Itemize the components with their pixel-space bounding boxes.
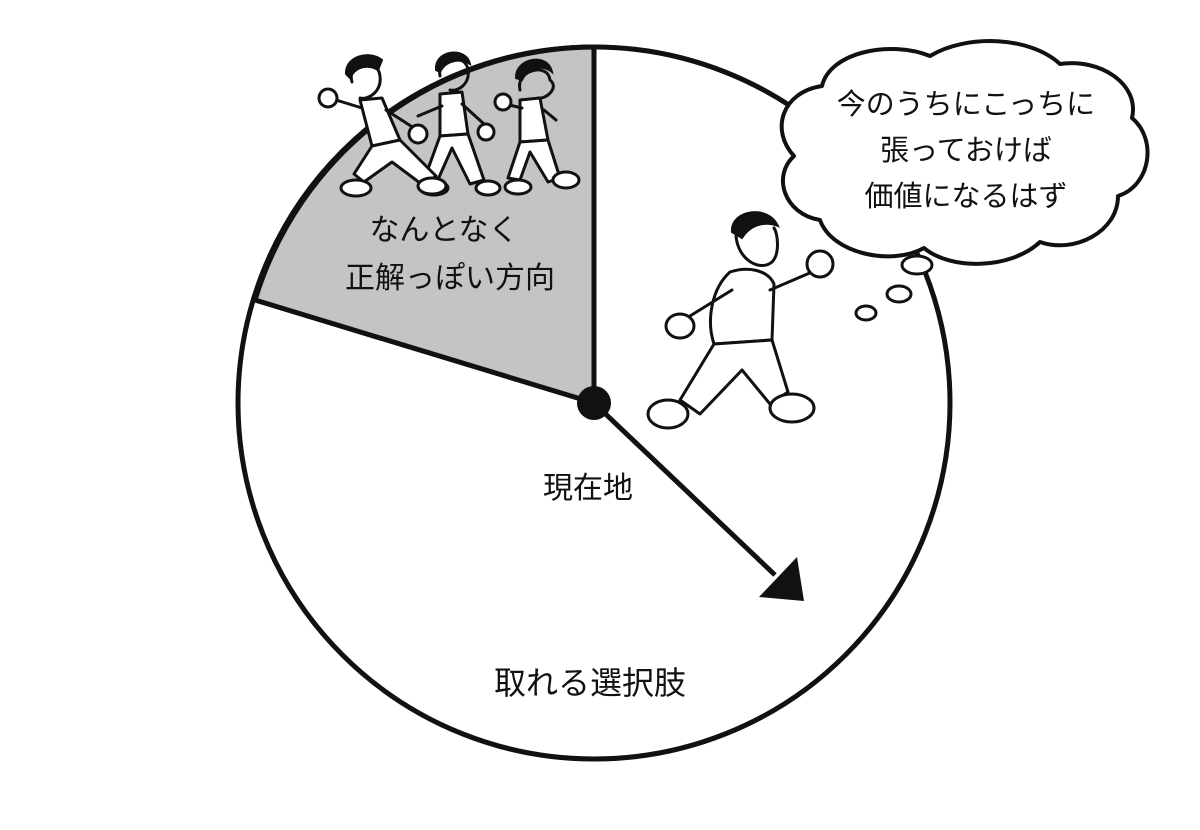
- thought-line-1: 今のうちにこっちに: [837, 87, 1095, 121]
- thought-bubble: [779, 39, 1150, 322]
- current-position-dot: [577, 386, 611, 420]
- options-label: 取れる選択肢: [494, 664, 686, 702]
- thought-line-3: 価値になるはず: [864, 179, 1067, 213]
- crowd-of-runners-icon: [317, 51, 581, 198]
- sector-label-line-2: 正解っぽい方向: [345, 261, 555, 296]
- thought-dot-large: [900, 254, 934, 276]
- runner-front: [317, 54, 448, 198]
- thought-line-2: 張っておけば: [880, 133, 1052, 167]
- thought-dot-small: [854, 304, 878, 322]
- sector-label-line-1: なんとなく: [369, 213, 518, 248]
- thought-cloud: [779, 39, 1150, 266]
- thought-dot-medium: [885, 284, 913, 304]
- current-position-label: 現在地: [543, 471, 633, 506]
- runner-back: [493, 58, 581, 196]
- direction-arrow-shaft: [592, 401, 777, 577]
- lone-runner-icon: [646, 211, 835, 430]
- runner-middle: [416, 51, 502, 197]
- direction-arrow-icon: [759, 557, 804, 601]
